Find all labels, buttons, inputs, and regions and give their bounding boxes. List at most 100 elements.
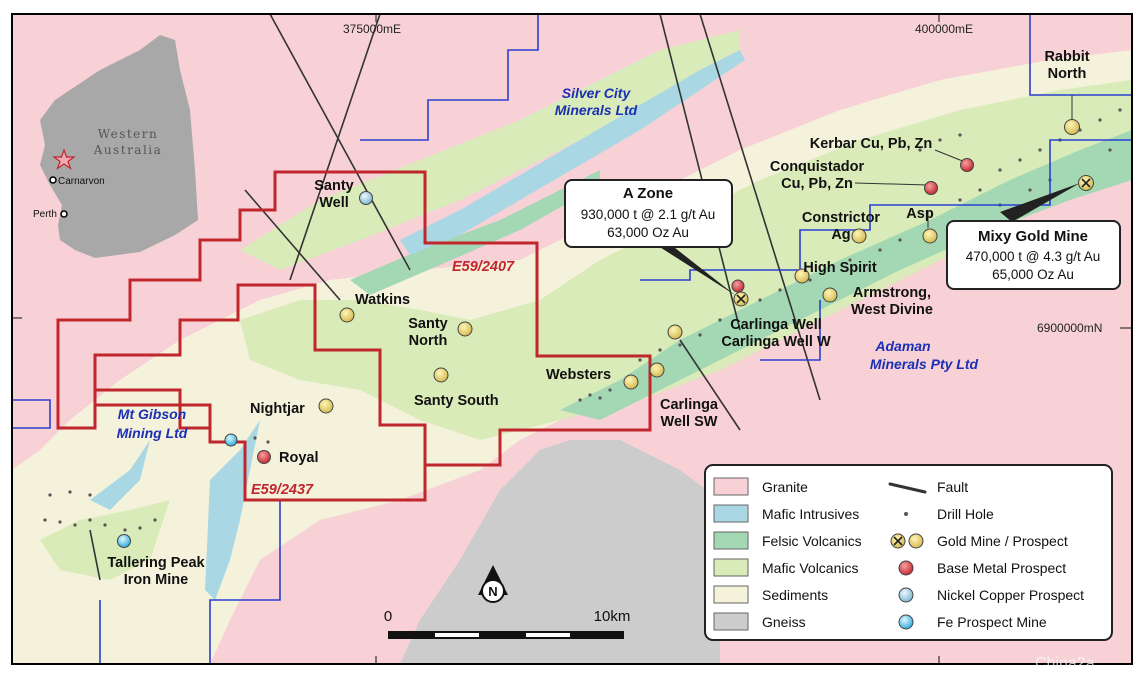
legend-label: Granite bbox=[762, 479, 808, 495]
legend-label: Drill Hole bbox=[937, 506, 994, 522]
legend-label: Gneiss bbox=[762, 614, 806, 630]
santy-well-marker bbox=[359, 191, 373, 205]
nickel-copper-icon bbox=[898, 587, 914, 603]
site-markers bbox=[117, 119, 1094, 548]
mafic-intrusives-unit bbox=[90, 440, 150, 510]
carnarvon-label: Carnarvon bbox=[58, 176, 105, 187]
mafic-intrusives-unit bbox=[400, 50, 745, 255]
rabbit-north-marker bbox=[1064, 119, 1080, 135]
easting-label-1: 375000mE bbox=[343, 22, 401, 36]
legend-swatch bbox=[713, 531, 749, 550]
north-arrow: N bbox=[478, 565, 508, 603]
high-spirit-marker bbox=[794, 268, 810, 284]
carnarvon-dot-icon bbox=[49, 176, 57, 184]
websters-marker bbox=[623, 374, 639, 390]
gold-prospect-icon bbox=[908, 533, 924, 549]
site-label: Watkins bbox=[355, 292, 410, 308]
legend-swatch bbox=[713, 504, 749, 523]
constrictor-marker bbox=[851, 228, 867, 244]
northing-label: 6900000mN bbox=[1037, 321, 1102, 335]
legend-label: Sediments bbox=[762, 587, 828, 603]
north-label: N bbox=[488, 584, 497, 599]
callout-a-zone: A Zone 930,000 t @ 2.1 g/t Au 63,000 Oz … bbox=[564, 179, 733, 248]
legend-label: Fe Prospect Mine bbox=[937, 614, 1047, 630]
faults bbox=[89, 14, 821, 581]
legend-swatch bbox=[713, 477, 749, 496]
callout-mixy: Mixy Gold Mine 470,000 t @ 4.3 g/t Au 65… bbox=[946, 220, 1121, 290]
santy-north-marker bbox=[457, 321, 473, 337]
site-label: Santy South bbox=[414, 393, 499, 409]
legend-swatch bbox=[713, 585, 749, 604]
scale-start: 0 bbox=[384, 608, 392, 625]
site-label: Websters bbox=[546, 367, 611, 383]
watkins-marker bbox=[339, 307, 355, 323]
a-zone-marker bbox=[731, 279, 745, 293]
a-zone-pointer bbox=[655, 244, 735, 295]
mt-gibson-fe-marker bbox=[224, 433, 238, 447]
royal-marker bbox=[257, 450, 271, 464]
felsic-volcanics-unit bbox=[560, 130, 1132, 420]
tenement-label-e59-2437: E59/2437 bbox=[251, 482, 314, 498]
site-label: Kerbar Cu, Pb, Zn bbox=[810, 136, 932, 152]
site-label: Armstrong,West Divine bbox=[851, 285, 933, 318]
santy-south-marker bbox=[433, 367, 449, 383]
callout-a-zone-line1: 930,000 t @ 2.1 g/t Au bbox=[581, 207, 716, 222]
legend-label: Felsic Volcanics bbox=[762, 533, 862, 549]
asp-marker bbox=[922, 228, 938, 244]
western-australia-outline bbox=[40, 35, 198, 258]
legend-label: Gold Mine / Prospect bbox=[937, 533, 1068, 549]
callout-a-zone-line2: 63,000 Oz Au bbox=[607, 225, 689, 240]
fe-prospect-icon bbox=[898, 614, 914, 630]
legend-label: Nickel Copper Prospect bbox=[937, 587, 1084, 603]
legend-label: Base Metal Prospect bbox=[937, 560, 1066, 576]
tenement-boundaries bbox=[56, 170, 652, 502]
gneiss-unit bbox=[400, 440, 720, 664]
map-frame bbox=[11, 13, 1133, 665]
site-label: High Spirit bbox=[803, 260, 876, 276]
conquistador-marker bbox=[924, 181, 938, 195]
kerbar-marker bbox=[960, 158, 974, 172]
callout-mixy-line1: 470,000 t @ 4.3 g/t Au bbox=[966, 249, 1101, 264]
site-label: Royal bbox=[279, 450, 319, 466]
callout-mixy-title: Mixy Gold Mine bbox=[978, 228, 1088, 245]
felsic-volcanics-unit bbox=[350, 170, 600, 295]
fault-line-icon bbox=[888, 482, 927, 494]
legend-label: Mafic Intrusives bbox=[762, 506, 859, 522]
company-boundaries bbox=[12, 14, 1132, 664]
leader-lines bbox=[854, 95, 1073, 228]
carlinga-sw-marker bbox=[649, 362, 665, 378]
location-star-icon bbox=[52, 148, 76, 171]
base-metal-icon bbox=[898, 560, 914, 576]
legend-label: Mafic Volcanics bbox=[762, 560, 858, 576]
grid-ticks bbox=[12, 14, 1132, 664]
mafic-volcanics-unit bbox=[40, 500, 170, 580]
mine-symbols bbox=[736, 178, 1091, 304]
nightjar-marker bbox=[318, 398, 334, 414]
legend-swatch bbox=[713, 558, 749, 577]
scale-end: 10km bbox=[594, 608, 631, 625]
callout-mixy-line2: 65,000 Oz Au bbox=[992, 267, 1074, 282]
tenement-label-e59-2407: E59/2407 bbox=[452, 259, 515, 275]
armstrong-marker bbox=[822, 287, 838, 303]
legend-swatch bbox=[713, 612, 749, 631]
site-label: Asp bbox=[906, 206, 934, 222]
scale-bar: 0 10km bbox=[384, 608, 631, 639]
mafic-volcanics-unit bbox=[240, 30, 740, 270]
drill-hole-icon bbox=[904, 512, 908, 516]
easting-label-2: 400000mE bbox=[915, 22, 973, 36]
mixy-pointer bbox=[1000, 183, 1080, 222]
